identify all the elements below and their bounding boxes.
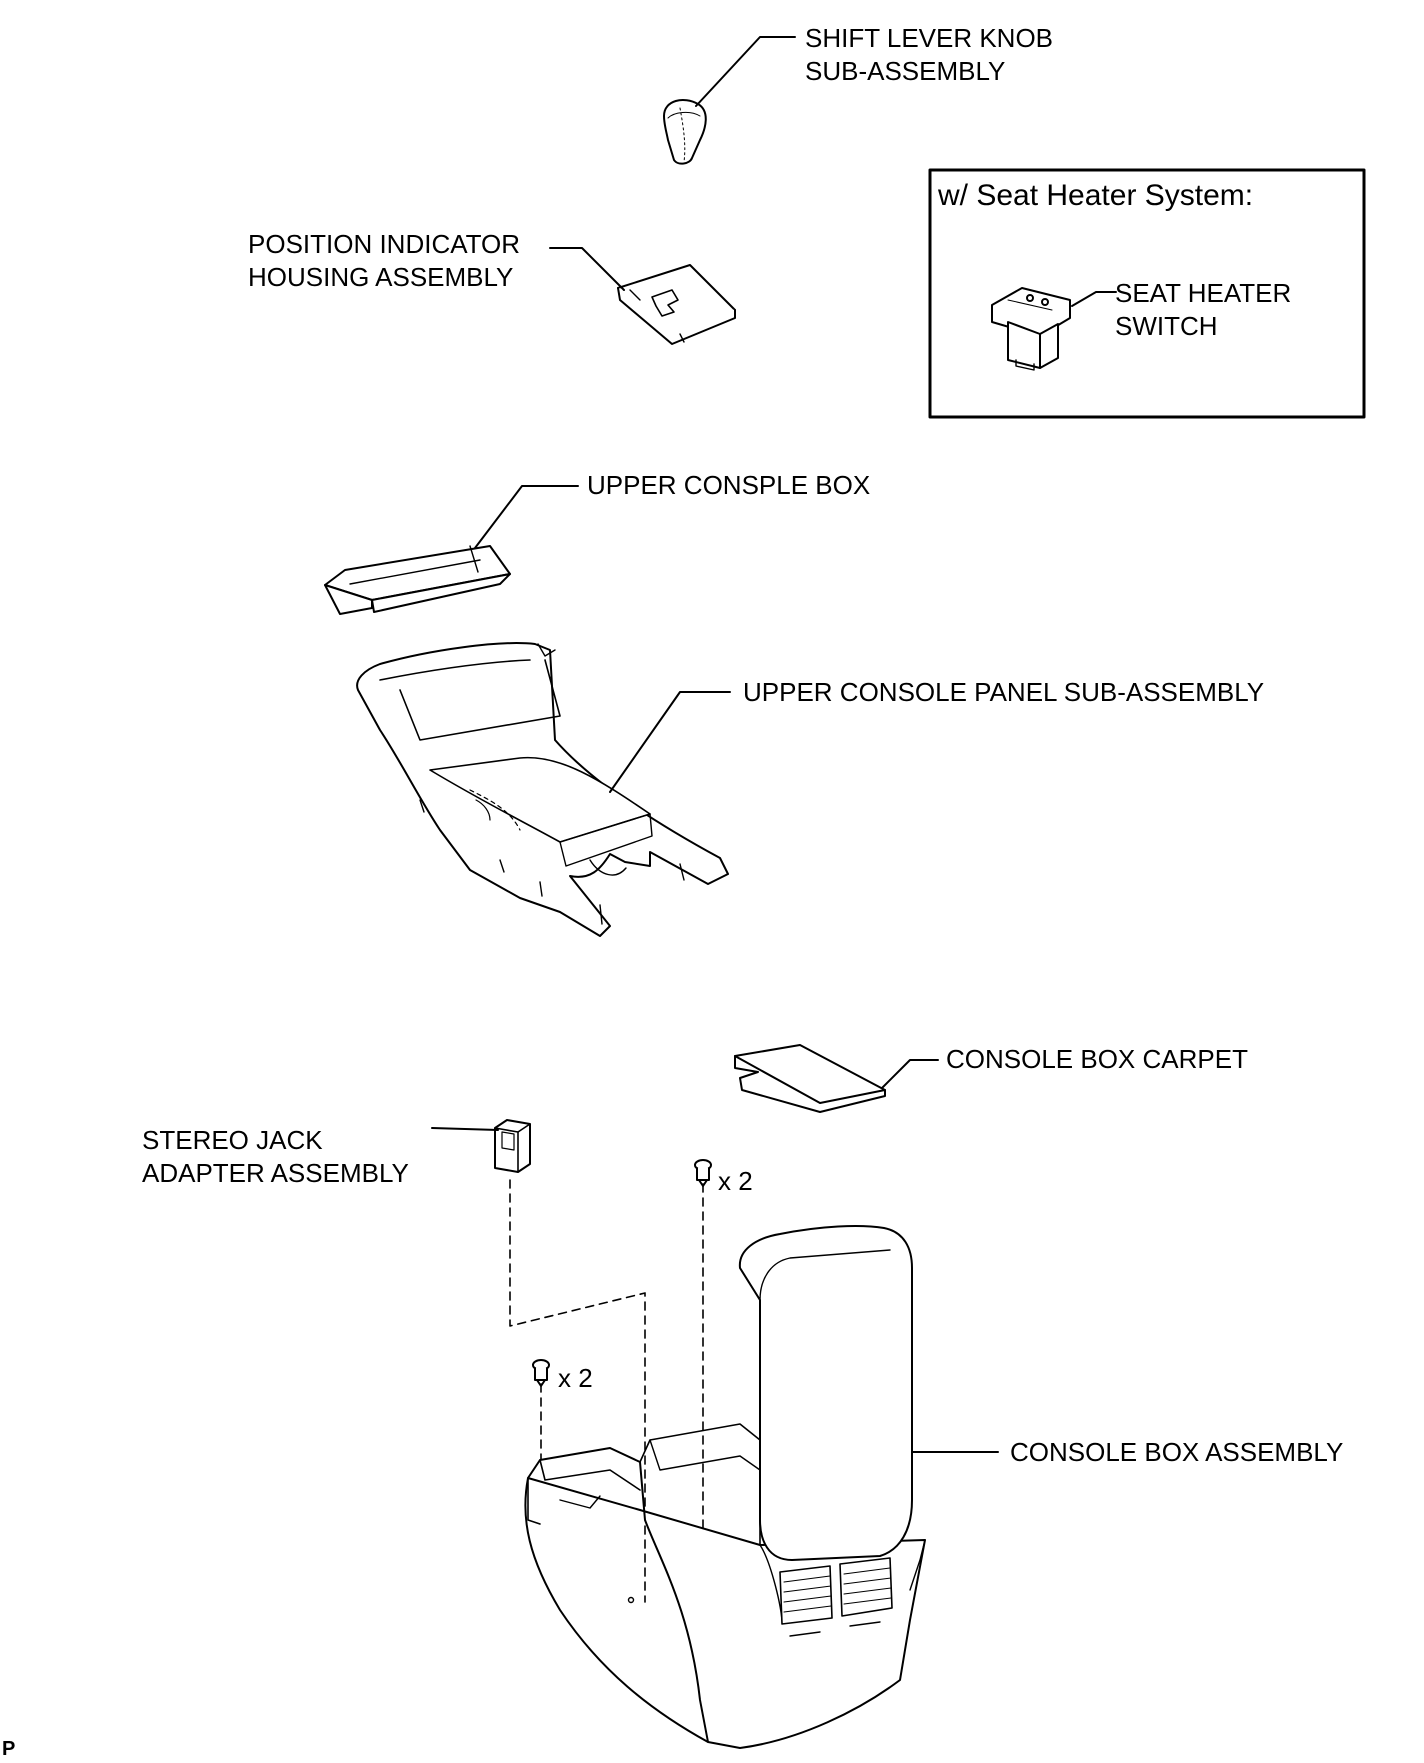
label-line: STEREO JACK <box>142 1125 323 1155</box>
corner-mark: P <box>2 1738 16 1760</box>
leader-position-indicator <box>549 247 625 291</box>
inset-box <box>928 168 1366 419</box>
label-line: HOUSING ASSEMBLY <box>248 262 514 292</box>
label-line: ADAPTER ASSEMBLY <box>142 1158 409 1188</box>
leader-seat-heater <box>1071 291 1117 307</box>
upper-console-box <box>324 545 511 615</box>
install-path-stereo-jack <box>509 1179 646 1603</box>
position-indicator-housing <box>617 264 736 345</box>
upper-console-panel <box>356 642 729 937</box>
quantity-lower-screw: x 2 <box>558 1363 593 1393</box>
leader-stereo-jack <box>431 1127 499 1131</box>
rear-air-vent <box>779 1557 893 1637</box>
leader-shift-knob <box>695 36 796 107</box>
quantity-upper-screw: x 2 <box>718 1166 753 1196</box>
label-console-box-assembly: CONSOLE BOX ASSEMBLY <box>1010 1436 1343 1469</box>
label-upper-console-panel: UPPER CONSOLE PANEL SUB-ASSEMBLY <box>743 676 1264 709</box>
seat-heater-switch <box>991 287 1071 371</box>
label-line: SWITCH <box>1115 311 1218 341</box>
leader-upper-console-box <box>474 485 579 549</box>
label-line: SUB-ASSEMBLY <box>805 56 1006 86</box>
console-box-assembly <box>524 1225 926 1749</box>
label-line: CONSOLE BOX ASSEMBLY <box>1010 1437 1344 1467</box>
label-line: UPPER CONSOLE PANEL SUB-ASSEMBLY <box>743 677 1265 707</box>
label-position-indicator-housing: POSITION INDICATOR HOUSING ASSEMBLY <box>248 228 520 294</box>
shift-lever-knob <box>663 99 707 165</box>
screw-upper <box>694 1159 712 1187</box>
label-line: SHIFT LEVER KNOB <box>805 23 1054 53</box>
stereo-jack-adapter <box>494 1119 531 1173</box>
label-line: POSITION INDICATOR <box>248 229 521 259</box>
label-stereo-jack-adapter: STEREO JACK ADAPTER ASSEMBLY <box>142 1124 409 1190</box>
leader-console-box-carpet <box>881 1059 939 1089</box>
label-line: SEAT HEATER <box>1115 278 1292 308</box>
label-line: UPPER CONSPLE BOX <box>587 470 871 500</box>
label-line: CONSOLE BOX CARPET <box>946 1044 1248 1074</box>
label-shift-lever-knob: SHIFT LEVER KNOB SUB-ASSEMBLY <box>805 22 1053 88</box>
leader-upper-console-panel <box>609 691 731 793</box>
label-seat-heater-switch: SEAT HEATER SWITCH <box>1115 277 1291 343</box>
screw-lower <box>532 1359 550 1387</box>
inset-title: w/ Seat Heater System: <box>938 179 1254 212</box>
label-console-box-carpet: CONSOLE BOX CARPET <box>946 1043 1248 1076</box>
label-upper-console-box: UPPER CONSPLE BOX <box>587 469 870 502</box>
console-box-carpet <box>734 1044 886 1113</box>
